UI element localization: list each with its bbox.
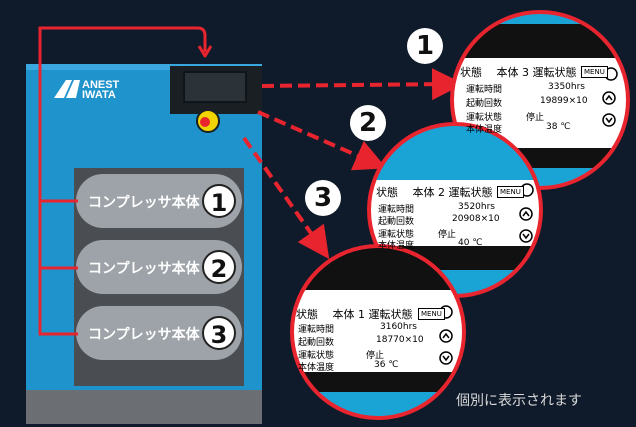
screen-2-row-value: 20908×10 bbox=[452, 214, 500, 224]
screen-2-row-label: 運転時間 bbox=[378, 205, 415, 215]
screen-1-row-label: 運転状態 bbox=[298, 351, 335, 361]
screen-3-row-value: 19899×10 bbox=[540, 96, 588, 106]
compressor-number-3: 3 bbox=[202, 316, 236, 350]
logo-line-2: IWATA bbox=[82, 89, 116, 101]
compressor-label-2: コンプレッサ本体 bbox=[88, 261, 200, 277]
screen-2-menu-button: MENU bbox=[497, 186, 524, 198]
compressor-pill-3 bbox=[76, 306, 242, 360]
screen-2-row-label: 起動回数 bbox=[378, 217, 415, 227]
compressor-pill-2 bbox=[76, 240, 242, 294]
screen-3-row-value: 38 ℃ bbox=[546, 122, 571, 132]
screen-1-row-value: 3160hrs bbox=[380, 322, 417, 332]
red-wiring-loop bbox=[38, 26, 213, 336]
screen-1-row-value: 18770×10 bbox=[376, 335, 424, 345]
screen-3-row-label: 本体温度 bbox=[466, 125, 503, 135]
screen-1-row-value: 停止 bbox=[366, 351, 385, 361]
logo-text: ANEST IWATA bbox=[82, 79, 120, 101]
compressor-label-3: コンプレッサ本体 bbox=[88, 327, 200, 343]
caption-text: 個別に表示されます bbox=[456, 393, 582, 409]
screen-3-row-label: 起動回数 bbox=[466, 99, 503, 109]
screen-1-row-label: 起動回数 bbox=[298, 338, 335, 348]
screen-3-row-value: 3350hrs bbox=[548, 82, 585, 92]
screen-1-row-value: 36 ℃ bbox=[374, 360, 399, 370]
screen-1-row-label: 本体温度 bbox=[298, 363, 335, 373]
compressor-number-1: 1 bbox=[202, 184, 236, 218]
screen-3-menu-button: MENU bbox=[581, 66, 608, 78]
screen-1-menu-button: MENU bbox=[418, 308, 445, 320]
compressor-pill-1 bbox=[76, 174, 242, 228]
screen-1-row-label: 運転時間 bbox=[298, 325, 335, 335]
anest-iwata-logo bbox=[54, 80, 80, 98]
screen-3-row-label: 運転時間 bbox=[466, 85, 503, 95]
screen-3-row-value: 停止 bbox=[526, 113, 545, 123]
screen-1-title: 状態 本体 1 運転状態 bbox=[296, 308, 413, 321]
callout-number-3: 3 bbox=[305, 180, 341, 216]
compressor-number-2: 2 bbox=[202, 250, 236, 284]
screen-2-row-label: 本体温度 bbox=[378, 241, 415, 251]
screen-3-row-label: 運転状態 bbox=[466, 113, 503, 123]
screen-2-row-label: 運転状態 bbox=[378, 230, 415, 240]
screen-2-row-value: 停止 bbox=[438, 230, 457, 240]
screen-2-title: 状態 本体 2 運転状態 bbox=[376, 186, 493, 199]
screen-2-row-value: 3520hrs bbox=[458, 202, 495, 212]
logo-line-1: ANEST bbox=[82, 79, 120, 91]
dashed-arrows bbox=[242, 68, 464, 260]
screen-2-row-value: 40 ℃ bbox=[458, 238, 483, 248]
callout-number-1: 1 bbox=[407, 28, 443, 64]
screen-3-title: 状態 本体 3 運転状態 bbox=[460, 66, 577, 79]
compressor-label-1: コンプレッサ本体 bbox=[88, 195, 200, 211]
callout-number-2: 2 bbox=[350, 105, 386, 141]
